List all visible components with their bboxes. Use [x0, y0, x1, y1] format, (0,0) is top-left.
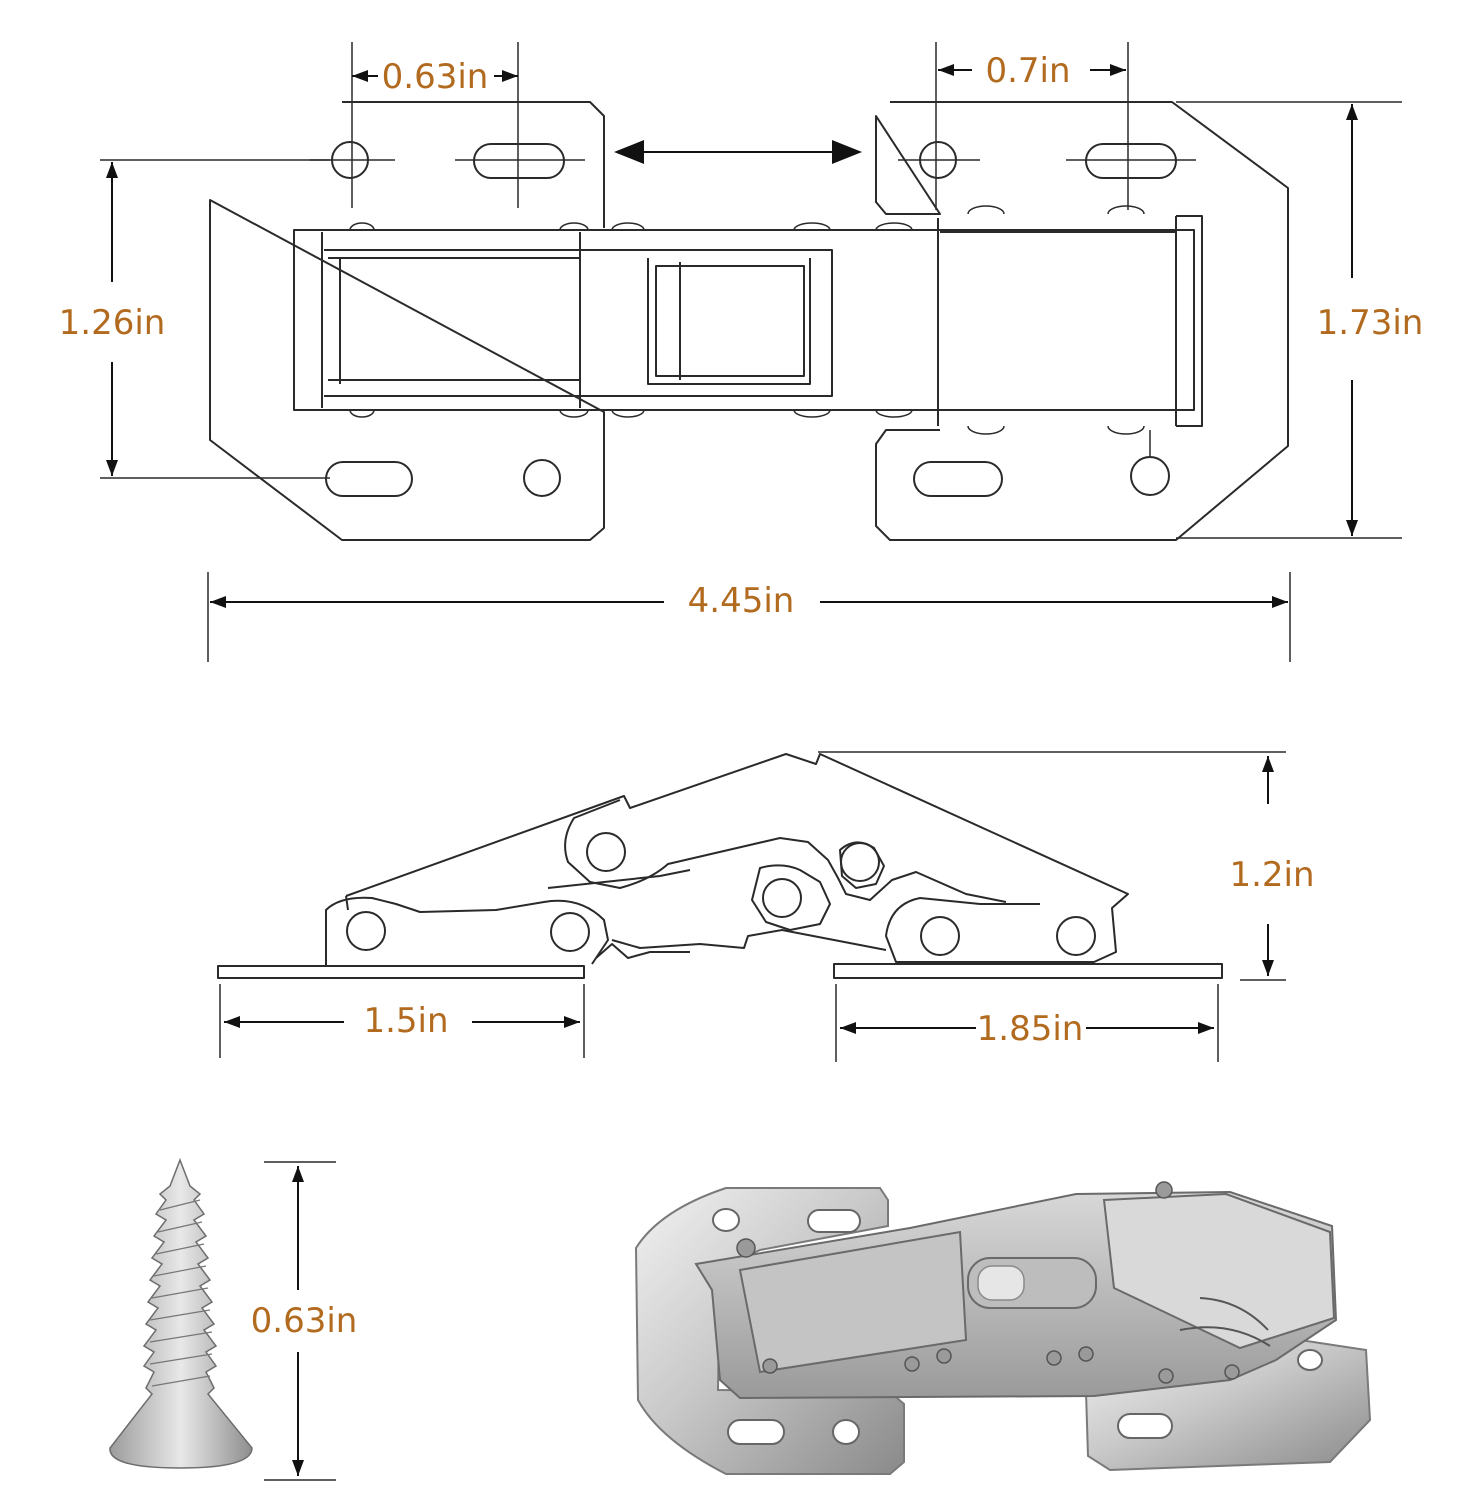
right-plate-length-label: 1.85in [977, 1009, 1084, 1049]
pivot-icon [1056, 916, 1096, 956]
round-hole-icon [523, 459, 561, 497]
photo-slot-icon [1117, 1413, 1173, 1439]
slot-hole-icon [473, 143, 565, 179]
screw-illustration: 0.63in [109, 1157, 358, 1481]
overall-height-label: 1.73in [1317, 303, 1424, 343]
screw-length-label: 0.63in [251, 1301, 358, 1341]
right-base-plate [833, 963, 1223, 979]
pivot-icon [346, 911, 386, 951]
photo-rivet-icon [1155, 1181, 1173, 1199]
pivot-icon [920, 916, 960, 956]
slot-hole-icon [325, 461, 413, 497]
photo-rivet-icon [1224, 1364, 1240, 1380]
screw-icon [109, 1157, 253, 1469]
photo-hole-icon [1297, 1349, 1323, 1371]
photo-rivet-icon [736, 1238, 756, 1258]
plate-height-left-label: 1.26in [59, 303, 166, 343]
right-mounting-plate [875, 101, 1289, 541]
pivot-icon [840, 842, 880, 882]
side-height-label: 1.2in [1229, 855, 1314, 895]
photo-hole-icon [712, 1208, 740, 1232]
left-base-plate [217, 965, 585, 979]
hinge-arm-body [293, 229, 1195, 411]
photo-rivet-icon [1078, 1346, 1094, 1362]
hinge-product-photo [634, 1181, 1372, 1475]
photo-rivet-icon [936, 1348, 952, 1364]
round-hole-icon [1130, 456, 1170, 496]
photo-hole-icon [832, 1419, 860, 1445]
photo-slot-icon [807, 1209, 861, 1233]
photo-slot-icon [727, 1419, 785, 1445]
overall-length-label: 4.45in [688, 581, 795, 621]
pivot-icon [550, 912, 590, 952]
photo-rivet-icon [762, 1358, 778, 1374]
photo-rivet-icon [1046, 1350, 1062, 1366]
top-view: 0.63in 0.7in 1.26in 1.73in 4.45in [59, 42, 1424, 662]
slot-hole-icon [1085, 143, 1177, 179]
left-plate-length-label: 1.5in [363, 1001, 448, 1041]
slot-hole-icon [913, 461, 1003, 497]
photo-rivet-icon [1158, 1368, 1174, 1384]
hole-spacing-right-label: 0.7in [985, 51, 1070, 91]
left-mounting-plate [209, 101, 605, 541]
side-view: 1.2in 1.5in 1.85in [217, 751, 1315, 1062]
photo-rivet-icon [904, 1356, 920, 1372]
pivot-icon [762, 878, 802, 918]
pivot-icon [586, 832, 626, 872]
hole-spacing-left-label: 0.63in [382, 57, 489, 97]
